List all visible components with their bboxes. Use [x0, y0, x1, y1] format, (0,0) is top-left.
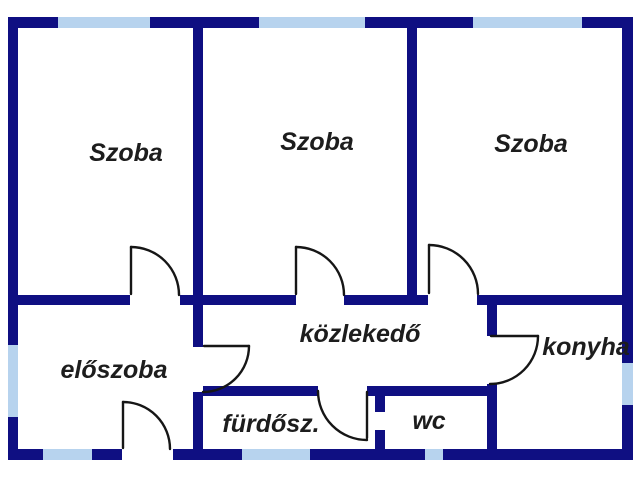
door-entrance-swing-arc [121, 400, 172, 451]
room-label-wc: wc [412, 407, 445, 435]
window-eloszoba-left [8, 345, 18, 417]
room-label-eloszoba: előszoba [61, 356, 168, 384]
wall-divider-a [18, 295, 130, 305]
wall-wc-left-bottom [375, 430, 385, 449]
windows-layer [8, 17, 633, 460]
window-wc-bottom [425, 449, 443, 460]
window-eloszoba-bottom [43, 449, 92, 460]
wall-konyha-left-bottom [487, 384, 497, 449]
room-label-szoba-1: Szoba [89, 139, 163, 167]
room-label-szoba-3: Szoba [494, 130, 568, 158]
door-konyha-swing-arc [488, 334, 540, 386]
wall-wc-top [367, 386, 487, 396]
door-szoba-1-swing-arc [129, 245, 181, 297]
wall-szoba1-szoba2 [193, 28, 203, 347]
room-label-kozlekedo: közlekedő [300, 320, 422, 348]
room-labels-layer: Szoba Szoba Szoba előszoba közlekedő kon… [61, 128, 630, 438]
door-furdoszoba-swing-arc [316, 389, 369, 442]
room-label-szoba-2: Szoba [280, 128, 354, 156]
door-eloszoba-kozlekedo-swing-arc [201, 344, 251, 394]
door-szoba-2-swing-arc [294, 245, 346, 297]
room-label-konyha: konyha [542, 333, 630, 361]
wall-divider-b [180, 295, 296, 305]
walls-layer [8, 17, 633, 460]
doors-layer [121, 243, 540, 451]
wall-konyha-left-top [487, 305, 497, 336]
wall-eloszoba-furdoszoba [193, 392, 203, 449]
window-szoba-1 [58, 17, 150, 28]
wall-divider-d [477, 295, 622, 305]
window-furdoszoba-bottom [242, 449, 310, 460]
door-openings-layer [122, 449, 173, 460]
wall-szoba2-szoba3 [407, 28, 417, 295]
window-konyha-right [622, 363, 633, 405]
outer-wall-left [8, 17, 18, 460]
room-label-furdoszoba: fürdősz. [222, 410, 319, 438]
entrance-opening [122, 449, 173, 460]
wall-wc-left-top [375, 396, 385, 412]
window-szoba-2 [259, 17, 365, 28]
outer-wall-bottom [8, 449, 633, 460]
window-szoba-3 [473, 17, 582, 28]
wall-divider-c [344, 295, 428, 305]
door-szoba-3-swing-arc [427, 243, 480, 296]
outer-wall-right [622, 17, 633, 460]
wall-furdoszoba-top [203, 386, 318, 396]
